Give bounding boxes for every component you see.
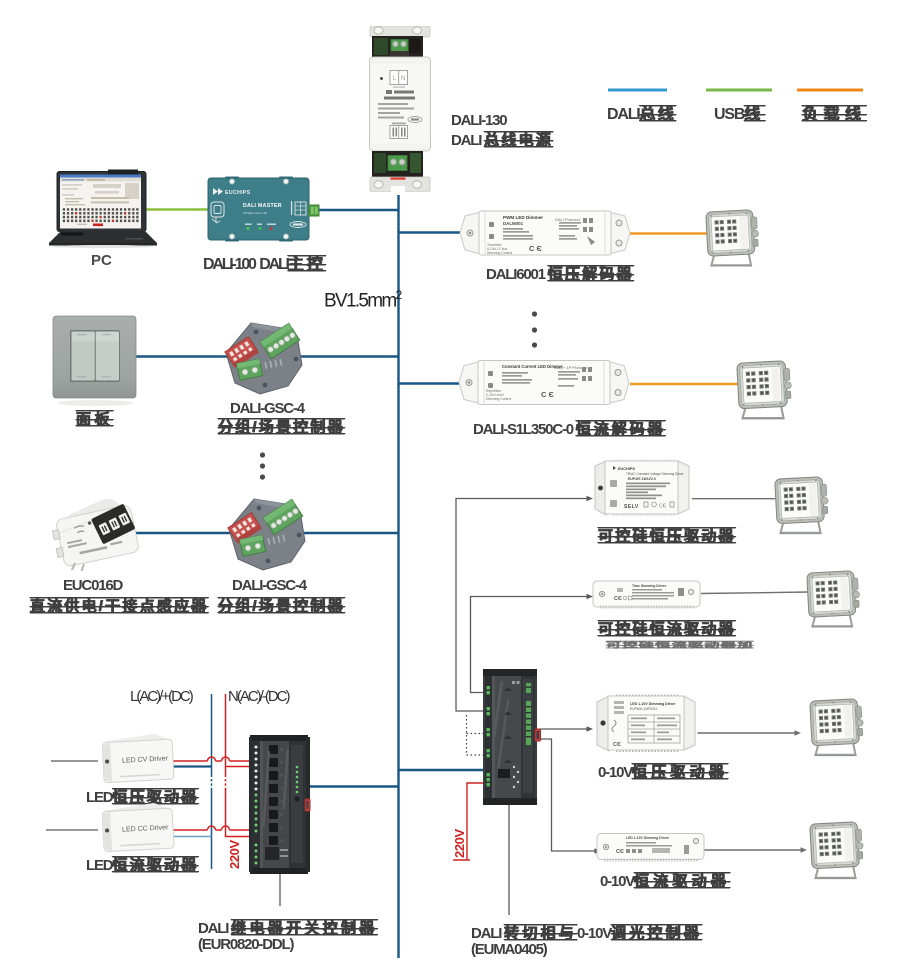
svg-text:Constant Current LED Dimmer: Constant Current LED Dimmer (502, 364, 563, 369)
svg-text:& DALI-2 bus: & DALI-2 bus (487, 247, 507, 251)
svg-text:N: N (401, 75, 406, 82)
svg-text:CЄ: CЄ (614, 596, 622, 602)
svg-text:CЄ: CЄ (613, 742, 621, 748)
svg-text:L: L (393, 75, 397, 82)
svg-text:EUP600-1MF0011: EUP600-1MF0011 (630, 707, 657, 711)
svg-text:LED CC Driver: LED CC Driver (122, 824, 169, 833)
svg-text:EUP40T-1W12V-0: EUP40T-1W12V-0 (628, 477, 656, 481)
svg-text:Dimming Control: Dimming Control (486, 397, 511, 401)
svg-text:Dimming Control: Dimming Control (487, 251, 512, 255)
svg-text:PWM LED Dimmer: PWM LED Dimmer (503, 215, 543, 220)
svg-text:CЄ: CЄ (659, 504, 667, 510)
svg-text:LED 1-10V Dimming Driver: LED 1-10V Dimming Driver (626, 836, 670, 840)
svg-text:DALI6001: DALI6001 (503, 221, 524, 226)
svg-text:C Є: C Є (541, 390, 555, 399)
svg-text:DALI Protocol: DALI Protocol (555, 217, 580, 222)
svg-text:DALI MASTER: DALI MASTER (243, 203, 282, 209)
svg-text:EUCHIPS: EUCHIPS (225, 190, 251, 196)
svg-text:DALI+ 1P Protocol: DALI+ 1P Protocol (554, 365, 587, 370)
svg-text:CЄ: CЄ (616, 849, 624, 855)
svg-text:MODEL:DALI-100: MODEL:DALI-100 (243, 211, 268, 215)
svg-text:TRIAC Constant Voltage Dimming: TRIAC Constant Voltage Dimming Driver (626, 472, 685, 476)
svg-text:LED 1-10V Dimming Driver: LED 1-10V Dimming Driver (630, 702, 676, 706)
svg-text:SELV: SELV (624, 504, 639, 510)
svg-text:LED CV Driver: LED CV Driver (122, 755, 169, 764)
svg-text:Repetitive: Repetitive (486, 389, 501, 393)
svg-text:Touchdim: Touchdim (487, 243, 502, 247)
svg-text:C Є: C Є (529, 244, 543, 253)
svg-text:Triac Dimming Driver: Triac Dimming Driver (632, 584, 667, 588)
svg-text:0-10v Level: 0-10v Level (486, 393, 504, 397)
svg-text:EUCHIPS: EUCHIPS (618, 467, 635, 471)
